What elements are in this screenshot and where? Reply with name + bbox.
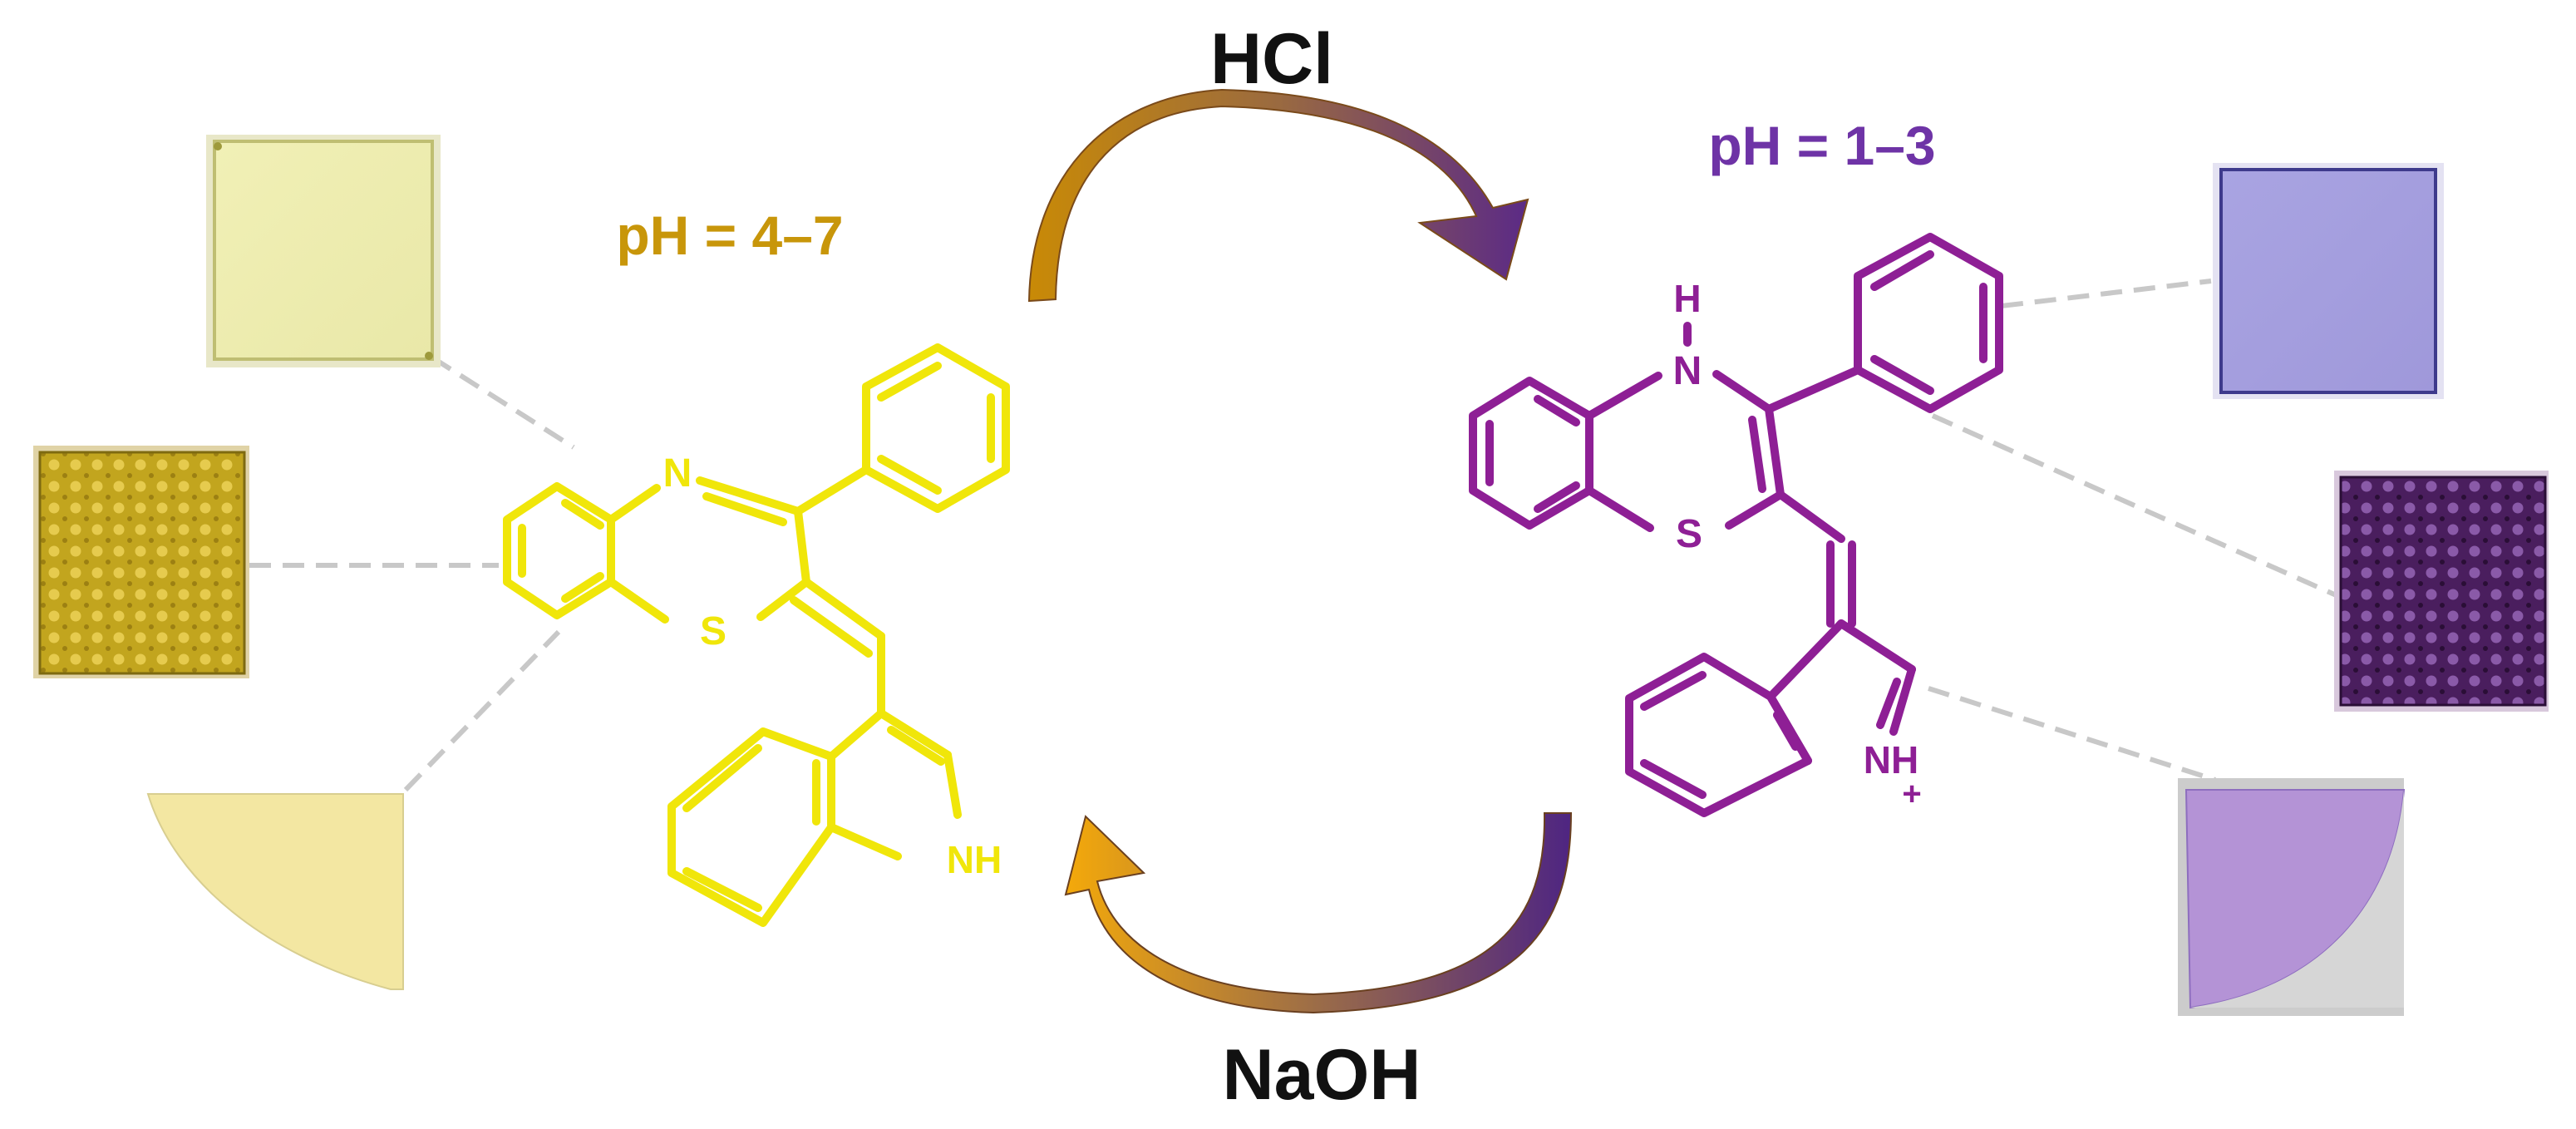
connector-neutral-film	[431, 355, 575, 450]
atom-plus-protonated: +	[1902, 776, 1921, 812]
sample-mesh-neutral	[33, 446, 249, 678]
atom-s-neutral: S	[700, 609, 727, 653]
connector-neutral-paper	[403, 629, 561, 792]
reagent-base-label: NaOH	[1223, 1035, 1421, 1115]
molecule-neutral	[503, 343, 1010, 927]
atom-h-protonated: H	[1673, 277, 1701, 320]
arrow-acid	[1027, 88, 1529, 303]
atom-nh-protonated: NH	[1864, 738, 1918, 781]
reagent-acid-label: HCl	[1210, 19, 1333, 99]
connector-protonated-paper	[1928, 686, 2216, 782]
sample-mesh-protonated	[2334, 471, 2549, 712]
ph-label-neutral: pH = 4–7	[616, 205, 843, 266]
connector-lines	[249, 279, 2342, 792]
connector-protonated-mesh	[1931, 413, 2342, 599]
ph-label-protonated: pH = 1–3	[1708, 115, 1935, 176]
sample-paper-protonated	[2178, 778, 2406, 1016]
connector-protonated-film	[2001, 279, 2212, 308]
arrow-base	[1064, 812, 1573, 1014]
sample-film-protonated	[2213, 163, 2444, 399]
atom-n-neutral: N	[663, 451, 692, 495]
atom-nh-neutral: NH	[947, 838, 1002, 881]
molecule-protonated	[1469, 233, 2003, 817]
sample-paper-neutral	[146, 793, 404, 990]
atom-s-protonated: S	[1676, 512, 1702, 556]
atom-n-protonated: N	[1673, 349, 1702, 393]
sample-film-neutral	[206, 135, 441, 367]
